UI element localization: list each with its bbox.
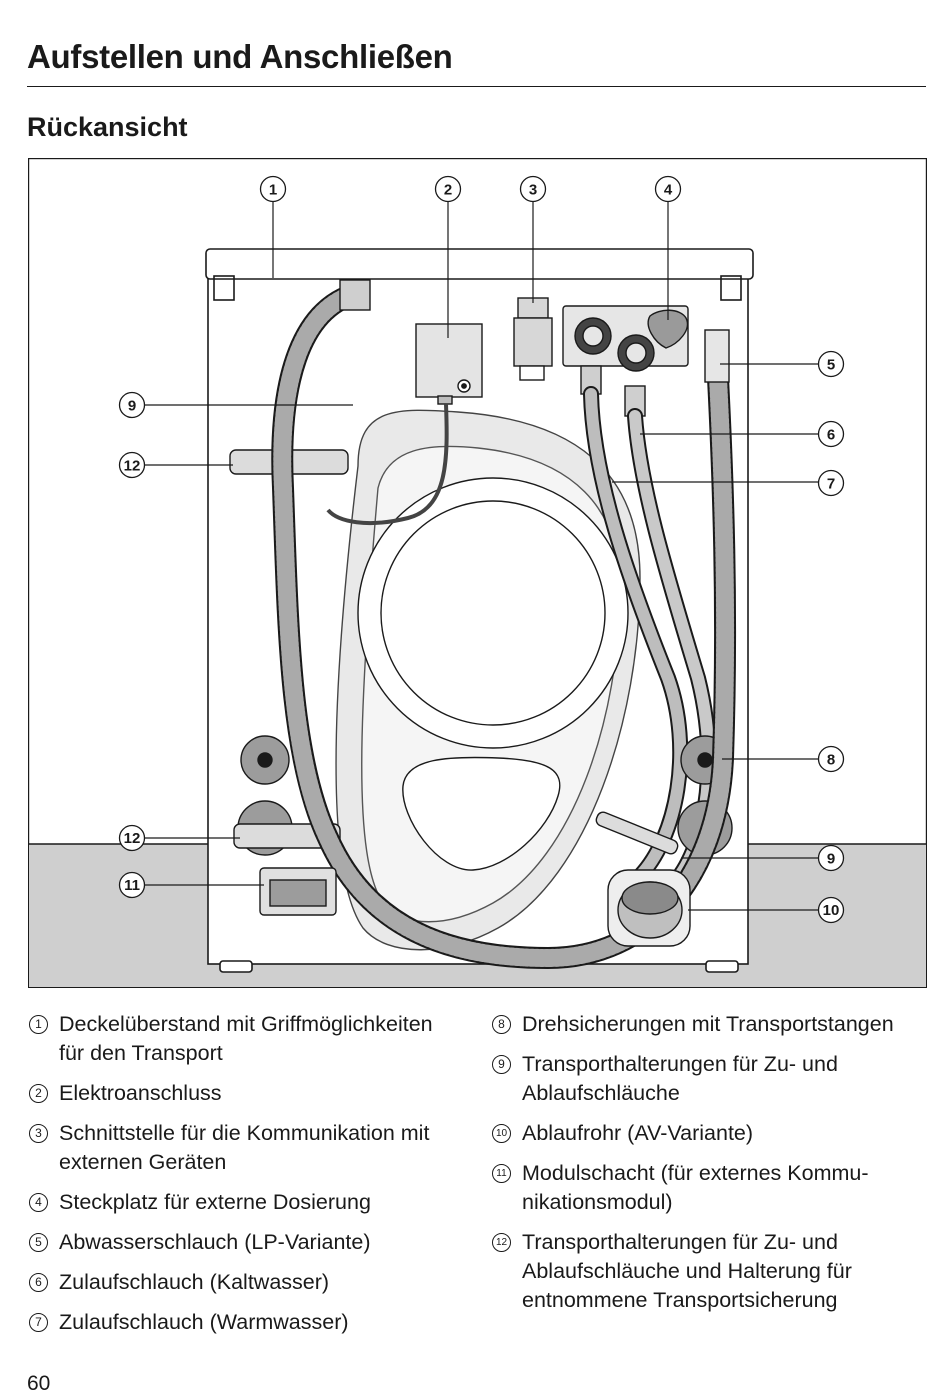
legend-number: 7 bbox=[29, 1313, 48, 1332]
legend-text: Elektroanschluss bbox=[59, 1081, 222, 1105]
svg-text:12: 12 bbox=[124, 458, 141, 475]
legend-left: 1 Deckelüberstand mit Griffmöglich­keiten… bbox=[29, 1010, 459, 1348]
legend-item: 5 Abwasserschlauch (LP-Variante) bbox=[29, 1228, 459, 1257]
legend-item: 7 Zulaufschlauch (Warmwasser) bbox=[29, 1308, 459, 1337]
legend-number: 4 bbox=[29, 1193, 48, 1212]
callout-12-top: 12 bbox=[118, 451, 146, 479]
svg-text:12: 12 bbox=[124, 830, 141, 847]
legend-text: Modulschacht (für externes Kommu­nikatio… bbox=[522, 1161, 869, 1214]
legend-item: 3 Schnittstelle für die Kommunikation mit… bbox=[29, 1119, 459, 1177]
legend-number: 5 bbox=[29, 1233, 48, 1252]
drain-pipe bbox=[595, 811, 691, 947]
svg-text:10: 10 bbox=[823, 902, 840, 919]
svg-text:3: 3 bbox=[529, 182, 537, 199]
legend-number: 1 bbox=[29, 1015, 48, 1034]
svg-text:8: 8 bbox=[827, 752, 835, 769]
communication-interface bbox=[513, 297, 553, 381]
svg-text:11: 11 bbox=[124, 877, 140, 894]
page-number: 60 bbox=[27, 1372, 51, 1395]
callout-5: 5 bbox=[817, 350, 845, 378]
legend-text: Ablaufrohr (AV-Variante) bbox=[522, 1121, 754, 1145]
legend-item: 1 Deckelüberstand mit Griffmöglich­keiten… bbox=[29, 1010, 459, 1068]
legend-item: 9 Transporthalterungen für Zu- und Ablauf… bbox=[492, 1050, 932, 1108]
legend-number: 12 bbox=[492, 1233, 511, 1252]
legend-text: Zulaufschlauch (Kaltwasser) bbox=[59, 1270, 330, 1294]
callout-1: 1 bbox=[259, 175, 287, 203]
svg-text:5: 5 bbox=[827, 357, 835, 374]
legend-item: 6 Zulaufschlauch (Kaltwasser) bbox=[29, 1268, 459, 1297]
callout-6: 6 bbox=[817, 420, 845, 448]
callout-7: 7 bbox=[817, 469, 845, 497]
callout-2: 2 bbox=[434, 175, 462, 203]
legend-text: Transporthalterungen für Zu- und Ablaufs… bbox=[522, 1230, 852, 1312]
section-title: Rückansicht bbox=[27, 112, 188, 142]
legend-text: Steckplatz für externe Dosierung bbox=[59, 1190, 371, 1214]
callout-11: 11 bbox=[118, 871, 146, 899]
title-rule bbox=[27, 86, 926, 87]
legend-text: Drehsicherungen mit Transportstan­gen bbox=[522, 1012, 894, 1036]
svg-text:4: 4 bbox=[664, 182, 673, 199]
legend-item: 12 Transporthalterungen für Zu- und Ablau… bbox=[492, 1228, 932, 1315]
callout-10: 10 bbox=[817, 896, 845, 924]
legend-number: 8 bbox=[492, 1015, 511, 1034]
rear-view-illustration: 1 2 3 4 5 6 7 8 9 12 12 11 9 10 bbox=[28, 158, 927, 988]
legend-text: Transporthalterungen für Zu- und Ablaufs… bbox=[522, 1052, 838, 1105]
callout-9-top: 9 bbox=[118, 391, 146, 419]
svg-text:6: 6 bbox=[827, 427, 835, 444]
legend-number: 9 bbox=[492, 1055, 511, 1074]
svg-text:7: 7 bbox=[827, 476, 835, 493]
legend-number: 11 bbox=[492, 1164, 511, 1183]
legend-number: 3 bbox=[29, 1124, 48, 1143]
callout-4: 4 bbox=[654, 175, 682, 203]
electrical-connection bbox=[326, 323, 483, 525]
svg-text:1: 1 bbox=[269, 182, 277, 199]
svg-text:2: 2 bbox=[444, 182, 452, 199]
module-slot bbox=[259, 867, 337, 916]
drain-hose bbox=[271, 279, 737, 970]
legend-item: 10 Ablaufrohr (AV-Variante) bbox=[492, 1119, 932, 1148]
leader-lines bbox=[144, 202, 818, 911]
legend-number: 6 bbox=[29, 1273, 48, 1292]
page-title: Aufstellen und Anschließen bbox=[27, 38, 453, 75]
callout-9-bottom: 9 bbox=[817, 844, 845, 872]
legend-text: Zulaufschlauch (Warmwasser) bbox=[59, 1310, 349, 1334]
legend-item: 11 Modulschacht (für externes Kommu­nikat… bbox=[492, 1159, 932, 1217]
drum-area bbox=[335, 409, 641, 951]
legend-number: 2 bbox=[29, 1084, 48, 1103]
svg-text:9: 9 bbox=[827, 851, 835, 868]
legend-right: 8 Drehsicherungen mit Transportstan­gen 9… bbox=[492, 1010, 932, 1326]
legend-text: Deckelüberstand mit Griffmöglich­keiten … bbox=[59, 1012, 433, 1065]
dosing-slot-and-taps bbox=[562, 305, 689, 417]
legend-text: Schnittstelle für die Kommunikation mit … bbox=[59, 1121, 430, 1174]
callout-3: 3 bbox=[519, 175, 547, 203]
legend-item: 2 Elektroanschluss bbox=[29, 1079, 459, 1108]
legend-text: Abwasserschlauch (LP-Variante) bbox=[59, 1230, 371, 1254]
callout-numbers: 1 2 3 4 5 6 7 8 9 12 12 11 9 10 bbox=[118, 175, 845, 924]
svg-text:9: 9 bbox=[128, 398, 136, 415]
legend-item: 8 Drehsicherungen mit Transportstan­gen bbox=[492, 1010, 932, 1039]
callout-8: 8 bbox=[817, 745, 845, 773]
callout-12-bottom: 12 bbox=[118, 824, 146, 852]
legend-item: 4 Steckplatz für externe Dosierung bbox=[29, 1188, 459, 1217]
legend-number: 10 bbox=[492, 1124, 511, 1143]
